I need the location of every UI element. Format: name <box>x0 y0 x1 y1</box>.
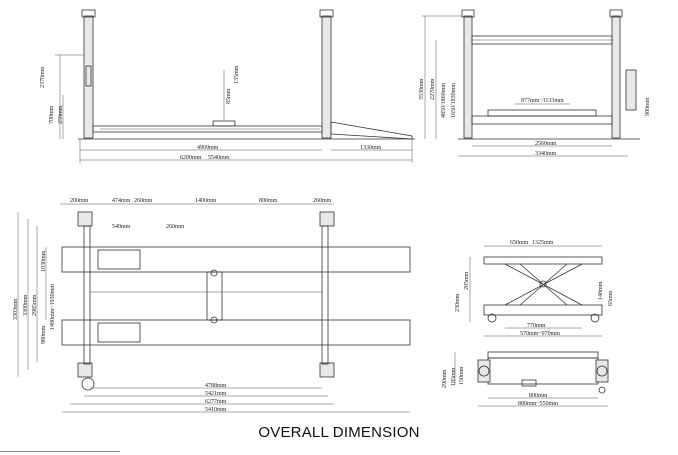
top-runway-lower <box>61 319 411 346</box>
dim-230: 230mm <box>455 293 461 312</box>
dim-3300: 3300mm <box>23 294 29 316</box>
jack-front-body <box>487 357 599 385</box>
dim-205: 205mm <box>464 271 470 290</box>
side-ramp <box>330 121 413 140</box>
dim-4909: 4909mm <box>197 145 219 151</box>
top-view: 200mm 474mm 260mm 1400mm 800mm 260mm 540… <box>13 198 411 413</box>
side-jack <box>212 120 236 127</box>
dim-570: 570mm~970mm <box>520 331 560 337</box>
jack-front-left-roller <box>477 359 491 383</box>
dim-150: 150mm <box>459 366 465 385</box>
dim-980b: 980mm <box>41 325 47 344</box>
dim-135: 135mm <box>234 65 240 84</box>
side-carriage <box>85 65 92 87</box>
dim-2560: 2560mm <box>535 141 557 147</box>
front-runways <box>471 115 613 125</box>
dim-800a: 800mm <box>259 198 278 204</box>
top-post-front-right <box>319 211 335 227</box>
dim-260a: 260mm <box>134 198 153 204</box>
dim-474: 474mm <box>112 198 131 204</box>
dim-2370: 2370mm <box>40 66 46 88</box>
side-runway <box>92 125 323 133</box>
dim-540: 540mm <box>112 224 131 230</box>
dim-65: 65mm <box>608 290 614 306</box>
dim-770: 770mm <box>527 323 546 329</box>
top-post-rear-left <box>77 362 93 378</box>
dim-2985: 2985mm <box>32 294 38 316</box>
dim-148: 148mm <box>598 281 604 300</box>
front-right-cap <box>609 9 623 18</box>
dim-980: 980mm <box>645 97 651 116</box>
jack-front-view: 290mm 185mm 150mm 800mm 880mm~550mm <box>442 351 609 407</box>
dim-1330: 1330mm <box>360 145 382 151</box>
dim-290: 290mm <box>442 369 448 388</box>
dim-3303: 3303mm <box>13 298 19 320</box>
side-left-column-cap <box>81 9 96 18</box>
jack-front-right-roller <box>595 359 609 383</box>
dim-250: 250mm <box>58 105 64 124</box>
jack-top-platform <box>483 256 603 265</box>
dim-1650: 1650/1830mm <box>451 83 457 118</box>
dim-877: 877mm~1133mm <box>521 98 564 104</box>
side-view: 2370mm 700mm 250mm 85mm 135mm 4909mm 620… <box>40 9 415 163</box>
bottom-divider <box>0 451 120 452</box>
side-right-column-cap <box>319 9 334 18</box>
dim-5410: 5410mm <box>205 407 227 413</box>
top-turntable-upper <box>97 249 141 270</box>
side-right-column <box>321 15 332 139</box>
top-runway-upper <box>61 246 411 273</box>
top-right-beam <box>321 225 329 365</box>
drawing-caption: OVERALL DIMENSION <box>258 424 420 441</box>
dim-3530: 3530mm <box>419 78 425 100</box>
dim-260b: 260mm <box>313 198 332 204</box>
front-jack <box>487 109 597 117</box>
dim-5421: 5421mm <box>205 391 227 397</box>
front-power-unit <box>625 69 637 111</box>
jack-front-pump <box>521 379 537 387</box>
dim-650: 650mm <box>510 240 529 246</box>
dim-1030: 1030mm <box>41 250 47 272</box>
front-view: 3530mm 2270mm 4850/1860mm 1650/1830mm 98… <box>419 9 651 157</box>
dim-1400: 1400mm <box>195 198 217 204</box>
dim-200: 200mm <box>70 198 89 204</box>
top-wheel <box>81 377 95 391</box>
top-post-rear-right <box>319 362 335 378</box>
dim-2270: 2270mm <box>430 78 436 100</box>
dim-260c: 260mm <box>166 224 185 230</box>
dim-3340: 3340mm <box>535 151 557 157</box>
top-turntable-lower <box>97 322 141 343</box>
dim-85: 85mm <box>226 88 232 104</box>
dim-5540: 5540mm <box>208 155 230 161</box>
top-post-front-left <box>77 211 93 227</box>
dim-880: 880mm~550mm <box>518 401 558 407</box>
dim-1480: 1480mm~1930mm <box>50 284 56 330</box>
front-left-cap <box>461 9 475 18</box>
side-left-column <box>83 15 94 139</box>
jack-front-top <box>487 351 599 359</box>
front-right-column <box>611 15 621 139</box>
dim-4850: 4850/1860mm <box>441 83 447 118</box>
top-jack <box>206 271 223 321</box>
front-left-column <box>463 15 473 139</box>
dim-1325: 1325mm <box>532 240 554 246</box>
dim-700: 700mm <box>49 105 55 124</box>
jack-base <box>483 304 603 316</box>
jack-side-view: 650mm 1325mm 230mm 205mm 148mm 65mm 770m… <box>455 240 614 337</box>
dim-800: 800mm <box>529 393 548 399</box>
dim-6277: 6277mm <box>205 399 227 405</box>
dim-6200: 6200mm <box>180 155 202 161</box>
dim-4788: 4788mm <box>205 383 227 389</box>
top-left-beam <box>83 225 91 365</box>
dim-185: 185mm <box>451 367 457 386</box>
